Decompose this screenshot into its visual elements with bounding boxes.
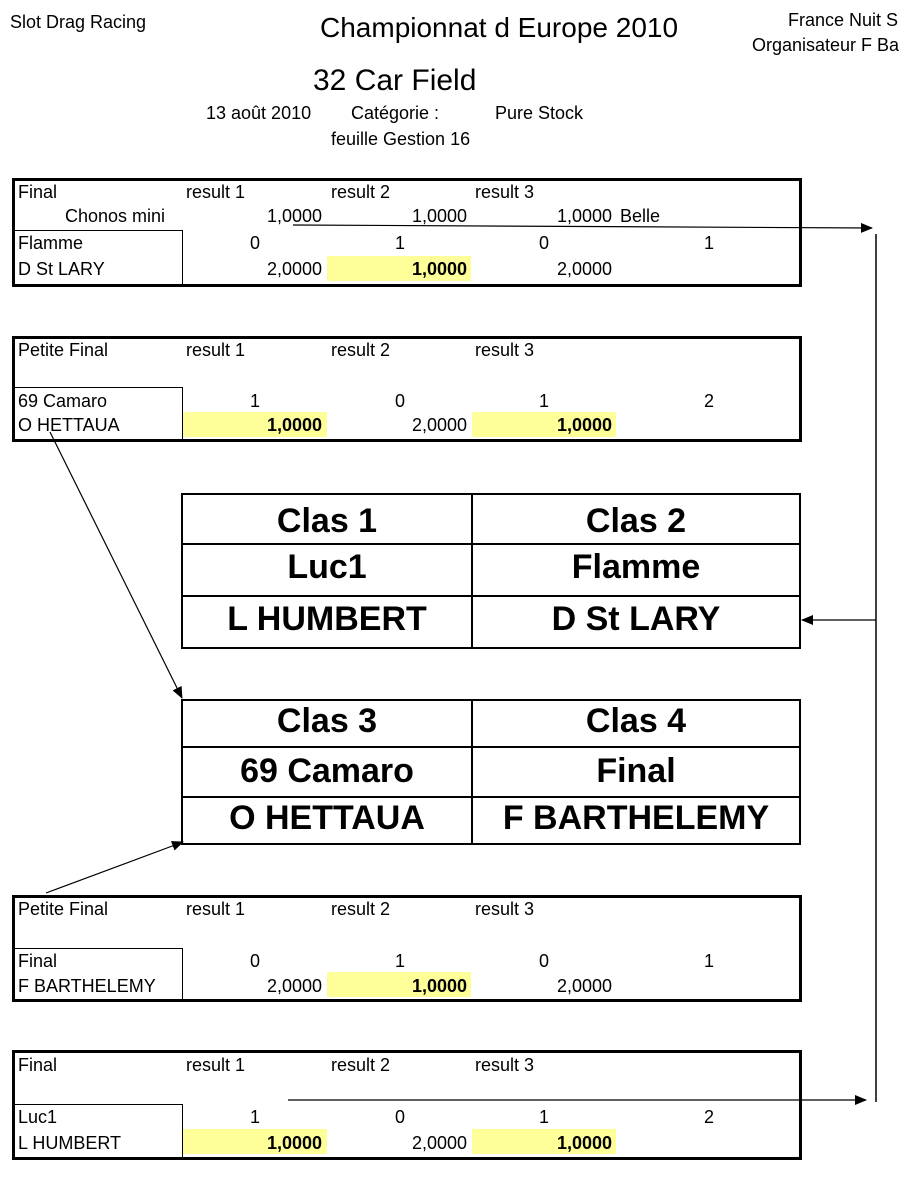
result-3-header: result 3 (475, 1055, 535, 1075)
score-total: 2 (703, 391, 714, 411)
result-2-header: result 2 (331, 182, 391, 202)
result-2-header: result 2 (331, 899, 391, 919)
box-title: Final (18, 1055, 58, 1075)
result-3-header: result 3 (475, 899, 535, 919)
value-1: 2,0000 (266, 976, 322, 996)
score-2: 0 (394, 391, 405, 411)
highlight (183, 412, 327, 437)
score-total: 1 (703, 951, 714, 971)
box-title: Petite Final (18, 899, 109, 919)
field-title: 32 Car Field (313, 64, 477, 97)
header-right-2: Organisateur F Ba (752, 35, 900, 55)
score-1: 1 (249, 1107, 260, 1127)
score-2: 1 (394, 951, 405, 971)
score-1: 0 (249, 951, 260, 971)
highlight (327, 972, 471, 997)
arrow-to-clas-3 (49, 431, 183, 699)
score-2: 0 (394, 1107, 405, 1127)
car-name: Final (18, 951, 58, 971)
date-text: 13 août 2010 (206, 103, 312, 123)
clas-1-header: Clas 1 (276, 502, 378, 540)
car-name: 69 Camaro (18, 391, 108, 411)
score-1: 0 (249, 233, 260, 253)
clas-2-header: Clas 2 (585, 502, 687, 540)
petite-final-box-1 (12, 336, 802, 442)
car-name: Luc1 (18, 1107, 58, 1127)
box-title: Petite Final (18, 340, 109, 360)
sheet-text: feuille Gestion 16 (331, 129, 471, 149)
result-2-header: result 2 (331, 340, 391, 360)
clas-2-pilot: D St LARY (551, 600, 721, 638)
arrow-to-clas-4 (45, 841, 184, 894)
score-1: 1 (249, 391, 260, 411)
categorie-label: Catégorie : (351, 103, 440, 123)
value-3: 2,0000 (556, 259, 612, 279)
pilot-name: F BARTHELEMY (18, 976, 156, 996)
score-3: 0 (538, 233, 549, 253)
score-3: 0 (538, 951, 549, 971)
result-1-header: result 1 (186, 1055, 246, 1075)
value-3: 1,0000 (556, 1133, 612, 1153)
value-2: 1,0000 (411, 259, 467, 279)
categorie-value: Pure Stock (495, 103, 584, 123)
score-2: 1 (394, 233, 405, 253)
value-2: 2,0000 (411, 1133, 467, 1153)
result-3-header: result 3 (475, 340, 535, 360)
result-2-header: result 2 (331, 1055, 391, 1075)
box-title: Final (18, 182, 58, 202)
clas-4-car: Final (596, 752, 676, 790)
score-3: 1 (538, 1107, 549, 1127)
value-1: 1,0000 (266, 1133, 322, 1153)
value-1: 1,0000 (266, 415, 322, 435)
result-3-header: result 3 (475, 182, 535, 202)
pilot-name: O HETTAUA (18, 415, 120, 435)
clas-2-car: Flamme (571, 548, 701, 586)
pilot-name: L HUMBERT (18, 1133, 122, 1153)
value-1: 2,0000 (266, 259, 322, 279)
value-3: 1,0000 (556, 415, 612, 435)
top-value-3: 1,0000 (556, 206, 612, 226)
page-title: Championnat d Europe 2010 (320, 12, 679, 43)
top-name: Chonos mini (65, 206, 166, 226)
top-value-2: 1,0000 (411, 206, 467, 226)
petite-final-box-2 (12, 895, 802, 1002)
header-left: Slot Drag Racing (10, 12, 147, 32)
highlight (472, 1129, 616, 1154)
classification-table-bottom (181, 699, 801, 845)
highlight (472, 412, 616, 437)
result-1-header: result 1 (186, 340, 246, 360)
score-total: 2 (703, 1107, 714, 1127)
result-1-header: result 1 (186, 899, 246, 919)
clas-1-car: Luc1 (287, 548, 367, 586)
final-box-top (12, 178, 802, 287)
clas-3-car: 69 Camaro (240, 752, 414, 790)
car-name: Flamme (18, 233, 84, 253)
clas-3-pilot: O HETTAUA (229, 799, 425, 837)
clas-4-header: Clas 4 (585, 702, 687, 740)
clas-1-pilot: L HUMBERT (227, 600, 427, 638)
value-3: 2,0000 (556, 976, 612, 996)
header-right-1: France Nuit S (788, 10, 899, 30)
highlight (183, 1129, 327, 1154)
top-extra: Belle (620, 206, 661, 226)
score-total: 1 (703, 233, 714, 253)
clas-4-pilot: F BARTHELEMY (502, 799, 770, 837)
highlight (327, 256, 471, 281)
pilot-name: D St LARY (18, 259, 105, 279)
top-value-1: 1,0000 (266, 206, 322, 226)
value-2: 2,0000 (411, 415, 467, 435)
score-3: 1 (538, 391, 549, 411)
clas-3-header: Clas 3 (276, 702, 378, 740)
result-1-header: result 1 (186, 182, 246, 202)
value-2: 1,0000 (411, 976, 467, 996)
final-box-bottom (12, 1050, 802, 1160)
